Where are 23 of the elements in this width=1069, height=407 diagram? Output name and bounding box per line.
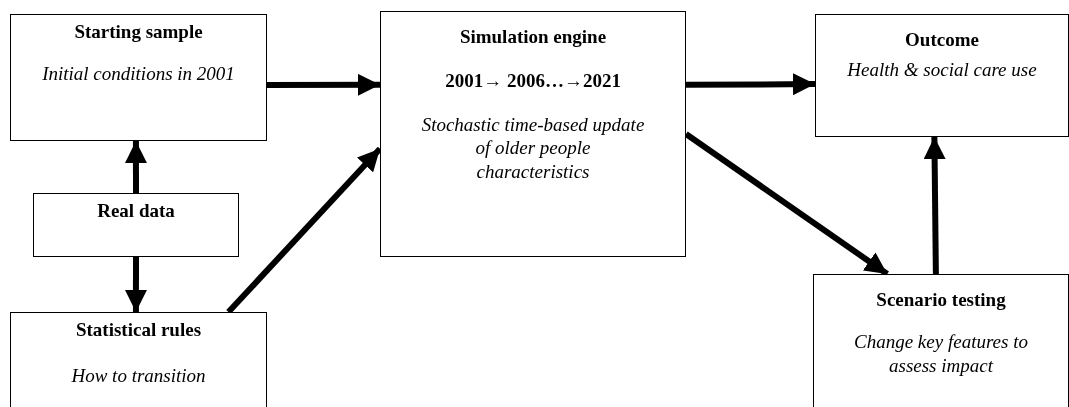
box-description: Stochastic time-based update of older people characteristics bbox=[420, 112, 646, 184]
arrow bbox=[685, 73, 816, 96]
box-heading: Starting sample bbox=[74, 21, 203, 44]
box-heading: Simulation engine bbox=[459, 26, 607, 49]
process-box bbox=[380, 11, 686, 257]
process-box bbox=[33, 193, 239, 257]
box-heading: Statistical rules bbox=[75, 319, 202, 342]
box-description: Initial conditions in 2001 bbox=[42, 61, 235, 86]
arrow bbox=[124, 257, 147, 312]
arrow bbox=[923, 136, 946, 275]
box-description: Health & social care use bbox=[847, 57, 1037, 82]
process-box bbox=[10, 312, 267, 407]
box-description: How to transition bbox=[71, 363, 206, 388]
process-box bbox=[815, 14, 1069, 137]
box-heading: Real data bbox=[97, 200, 175, 223]
arrow bbox=[267, 73, 380, 96]
year-sequence: 2001→ 2006…→2021 bbox=[445, 68, 621, 93]
box-description: Change key features to assess impact bbox=[853, 329, 1029, 378]
box-heading: Scenario testing bbox=[876, 289, 1006, 312]
process-box bbox=[10, 14, 267, 141]
process-box bbox=[813, 274, 1069, 407]
box-heading: Outcome bbox=[905, 29, 979, 52]
arrow bbox=[124, 141, 147, 193]
